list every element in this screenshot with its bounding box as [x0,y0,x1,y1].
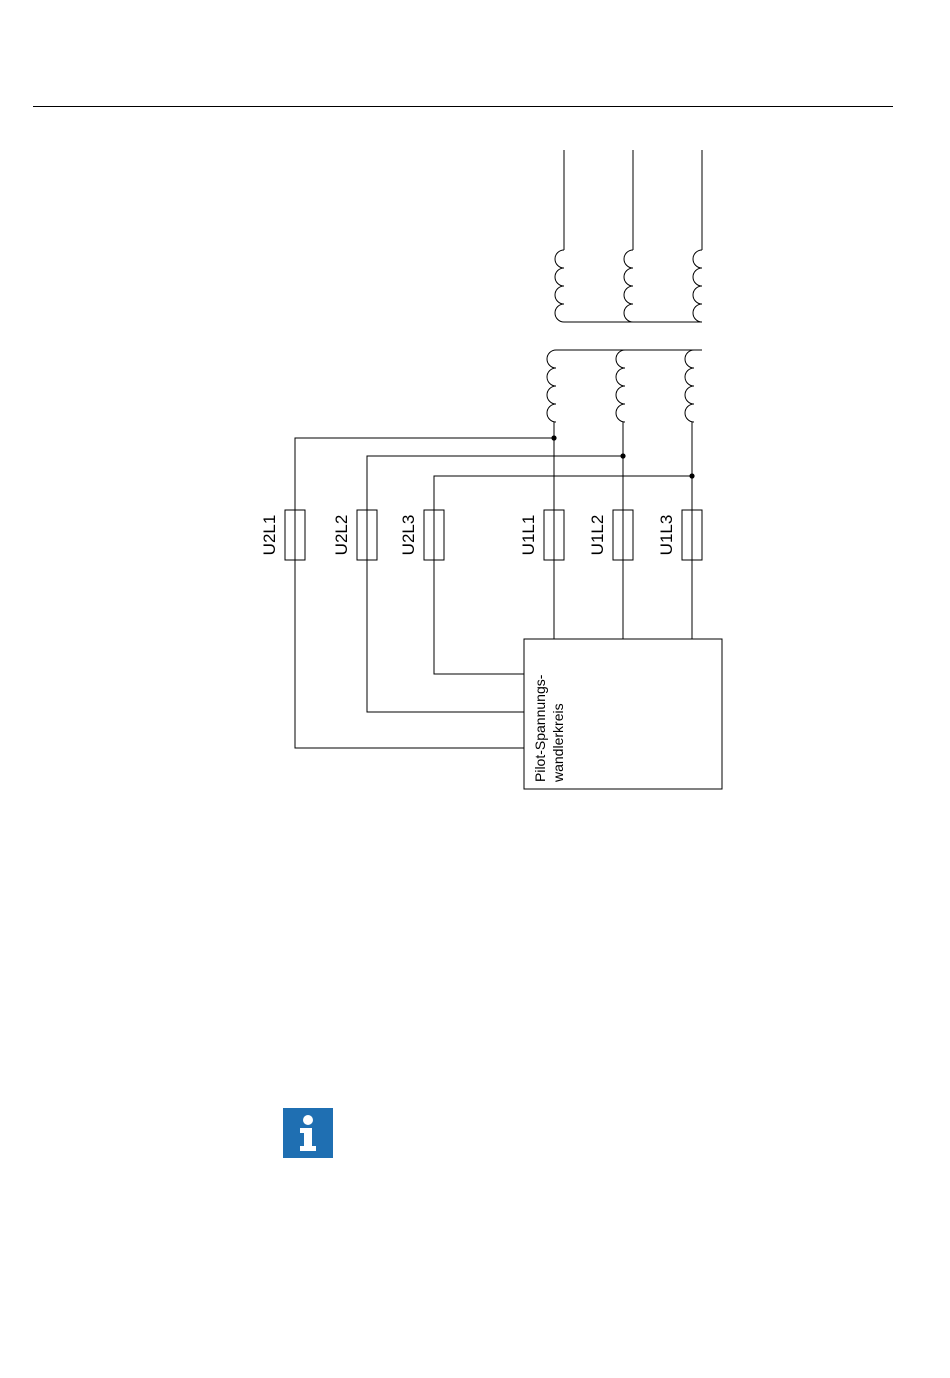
label-u1l1: U1L1 [519,515,538,556]
pilot-box-label-line2: wandlerkreis [550,703,566,783]
secondary-winding-3 [685,350,694,422]
label-u2l3: U2L3 [399,515,418,556]
info-icon [283,1108,333,1158]
pilot-box-label-line1: Pilot-Spannungs- [532,674,548,782]
secondary-winding-2 [616,350,625,422]
primary-winding-3 [693,250,702,322]
junction-u2l2 [620,453,625,458]
secondary-winding-1 [547,350,556,422]
label-u2l1: U2L1 [260,515,279,556]
u2l1-wire-top [295,438,554,510]
u2l3-wire-top [434,476,692,510]
u2l3-wire-bottom [434,560,524,674]
primary-winding-1 [555,250,564,322]
u2l2-wire-top [367,456,623,510]
primary-winding-2 [624,250,633,322]
label-u1l3: U1L3 [657,515,676,556]
junction-u2l1 [551,435,556,440]
u2l1-wire-bottom [295,560,524,748]
label-u2l2: U2L2 [332,515,351,556]
label-u1l2: U1L2 [588,515,607,556]
u2l2-wire-bottom [367,560,524,712]
junction-u2l3 [689,473,694,478]
